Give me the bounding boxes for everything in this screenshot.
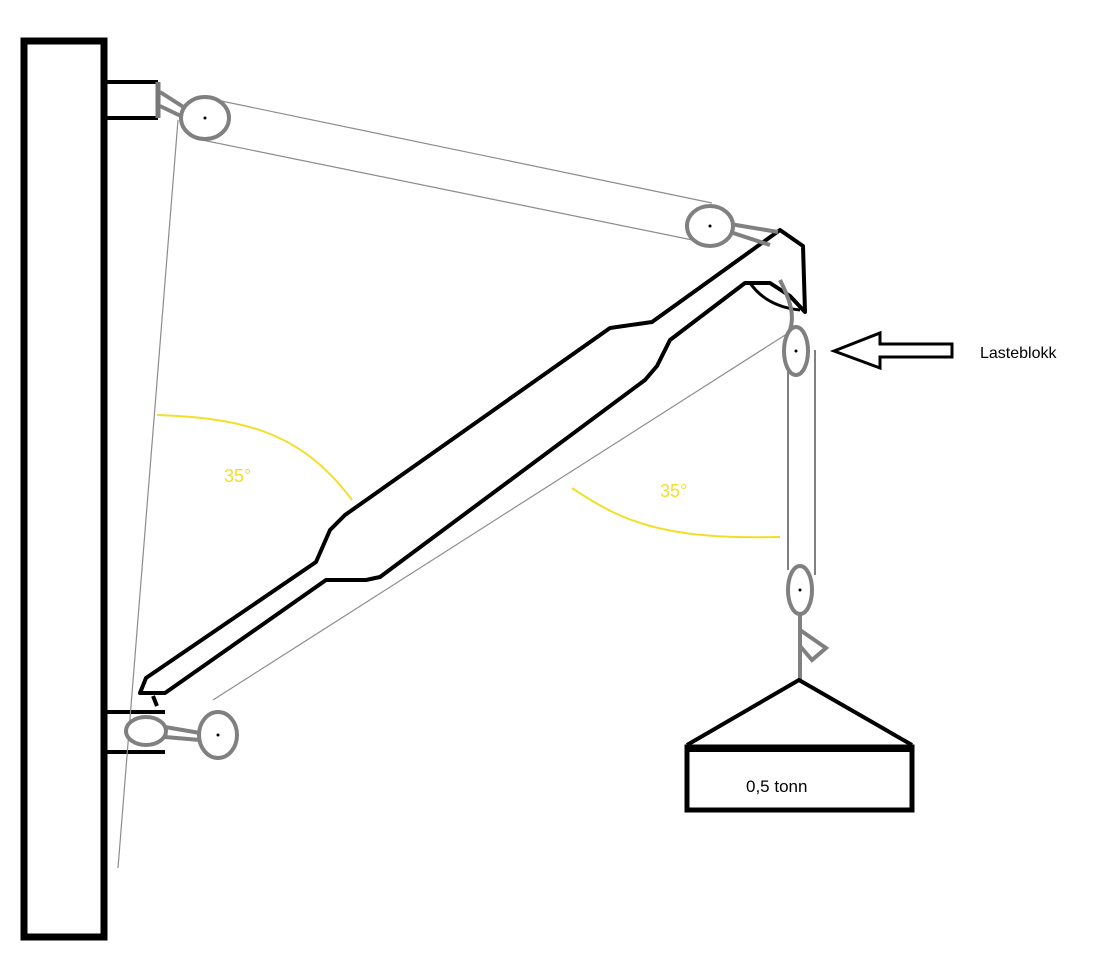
boom-arm bbox=[138, 228, 807, 707]
weight-sling bbox=[685, 678, 913, 747]
pulley-lower-wall bbox=[124, 710, 239, 760]
angle-label-left: 35° bbox=[224, 466, 251, 486]
angle-label-right: 35° bbox=[660, 481, 687, 501]
pulley-boom-tip bbox=[685, 204, 779, 248]
load-block-label: Lasteblokk bbox=[980, 345, 1057, 362]
boom-tip-hook bbox=[748, 282, 801, 312]
hook bbox=[798, 628, 830, 663]
upper-wall-bracket bbox=[106, 80, 161, 120]
load-block-rig bbox=[778, 279, 830, 680]
cables bbox=[117, 96, 794, 869]
angle-arc-left bbox=[156, 414, 353, 501]
weight-label: 0,5 tonn bbox=[746, 777, 807, 796]
wall bbox=[20, 37, 108, 941]
angle-arc-right bbox=[571, 487, 781, 539]
pulley-upper-wall bbox=[158, 90, 231, 141]
lower-wall-bracket bbox=[106, 710, 165, 754]
load-block-arrow bbox=[829, 330, 954, 371]
angle-arcs bbox=[156, 414, 781, 539]
weight-box bbox=[684, 744, 915, 813]
weight bbox=[684, 678, 915, 813]
